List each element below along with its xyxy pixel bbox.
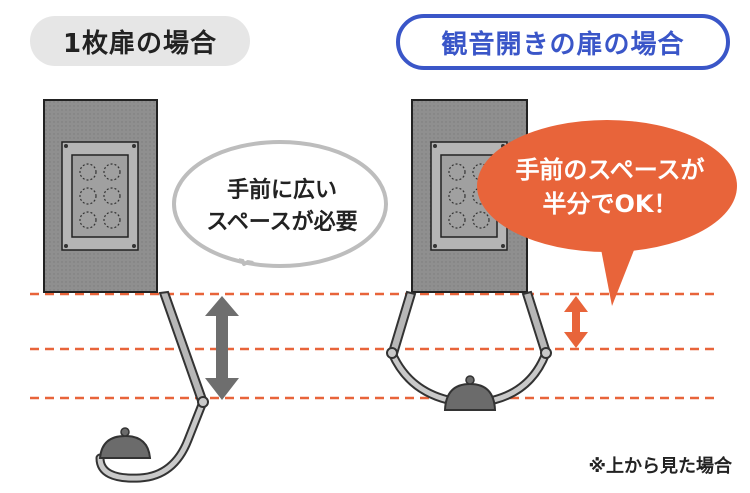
- right-bubble-line2: 半分でOK！: [543, 190, 678, 218]
- left-speech-bubble: [172, 140, 388, 268]
- view-note: ※上から見た場合: [588, 456, 733, 477]
- left-bubble-line2: スペースが必要: [206, 209, 357, 235]
- right-doors-swing: [386, 290, 552, 411]
- right-depth-arrow: [564, 296, 588, 348]
- left-bubble-line1: 手前に広い: [227, 177, 337, 203]
- left-cabinet: [43, 99, 158, 293]
- right-callout-bubble: [477, 120, 737, 306]
- left-depth-arrow: [205, 296, 239, 400]
- guide-lines: [30, 292, 720, 400]
- right-bubble-line1: 手前のスペースが: [515, 156, 704, 184]
- double-door-title: 観音開きの扉の場合: [396, 14, 730, 70]
- single-door-title: 1枚扉の場合: [30, 16, 250, 66]
- left-door-swing: [95, 290, 209, 483]
